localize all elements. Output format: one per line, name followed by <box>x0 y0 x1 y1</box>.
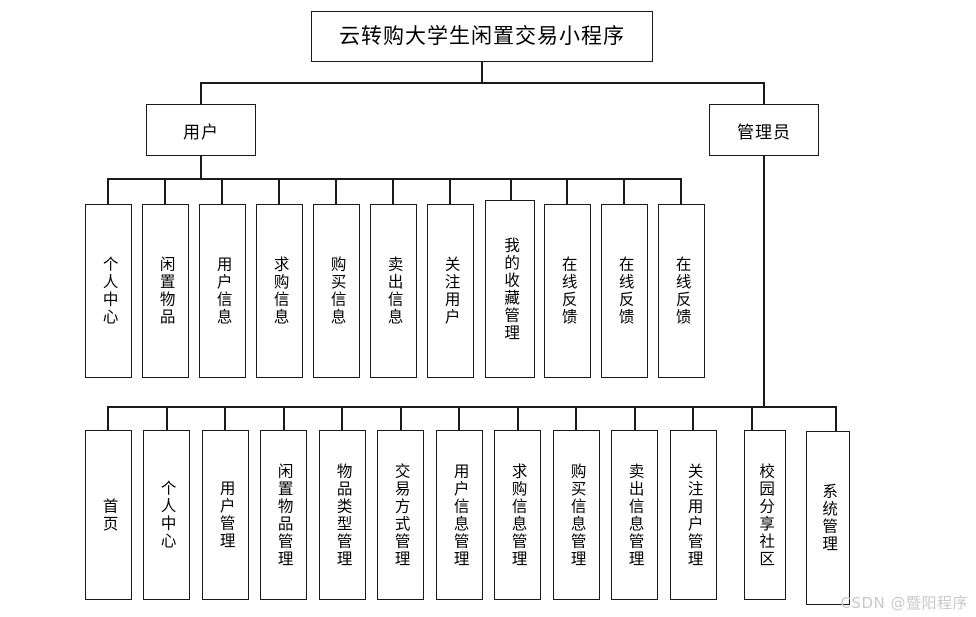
leaf-node-user-10: 在线反馈 <box>658 204 705 378</box>
leaf-node-user-2-label: 用户信息 <box>214 256 232 326</box>
connector-root-stem <box>481 62 483 83</box>
leaf-node-user-10-label: 在线反馈 <box>673 256 691 326</box>
connector-user-drop-9 <box>623 178 625 204</box>
connector-admin-drop-11 <box>751 406 753 431</box>
connector-admin-drop-2 <box>224 406 226 431</box>
connector-admin-drop-5 <box>400 406 402 431</box>
leaf-node-admin-9-label: 卖出信息管理 <box>626 462 644 568</box>
connector-root-bus <box>201 82 764 84</box>
connector-user-drop-0 <box>107 178 109 204</box>
leaf-node-user-7: 我的收藏管理 <box>485 200 535 378</box>
connector-user-drop-8 <box>566 178 568 204</box>
leaf-node-admin-7: 求购信息管理 <box>494 430 541 600</box>
leaf-node-user-4: 购买信息 <box>313 204 360 378</box>
leaf-node-admin-8: 购买信息管理 <box>553 430 600 600</box>
leaf-node-admin-8-label: 购买信息管理 <box>568 462 586 568</box>
leaf-node-admin-4-label: 物品类型管理 <box>334 462 352 568</box>
connector-user-drop-5 <box>392 178 394 204</box>
connector-user-drop-3 <box>278 178 280 204</box>
leaf-node-admin-3-label: 闲置物品管理 <box>275 462 293 568</box>
connector-user-stem <box>200 156 202 180</box>
leaf-node-user-4-label: 购买信息 <box>328 256 346 326</box>
leaf-node-admin-0-label: 首页 <box>100 497 118 533</box>
leaf-node-user-2: 用户信息 <box>199 204 246 378</box>
leaf-node-user-0: 个人中心 <box>85 204 132 378</box>
leaf-node-admin-6-label: 用户信息管理 <box>451 462 469 568</box>
leaf-node-user-7-label: 我的收藏管理 <box>502 236 520 342</box>
leaf-node-admin-3: 闲置物品管理 <box>260 430 307 600</box>
leaf-node-user-8-label: 在线反馈 <box>559 256 577 326</box>
connector-admin-drop-7 <box>517 406 519 431</box>
leaf-node-user-5: 卖出信息 <box>370 204 417 378</box>
leaf-node-admin-1: 个人中心 <box>143 430 190 600</box>
connector-user-drop-2 <box>221 178 223 204</box>
connector-user-drop-7 <box>510 178 512 200</box>
connector-user-drop-1 <box>164 178 166 204</box>
leaf-node-admin-0: 首页 <box>85 430 132 600</box>
branch-node-admin: 管理员 <box>709 104 819 156</box>
leaf-node-user-1-label: 闲置物品 <box>157 256 175 326</box>
connector-admin-drop-10 <box>692 406 694 431</box>
root-node-system-title: 云转购大学生闲置交易小程序 <box>311 11 653 62</box>
leaf-node-user-6: 关注用户 <box>427 204 474 378</box>
leaf-node-admin-5-label: 交易方式管理 <box>392 462 410 568</box>
leaf-node-user-3: 求购信息 <box>256 204 303 378</box>
connector-user-drop-4 <box>335 178 337 204</box>
connector-root-to-user <box>200 82 202 104</box>
connector-admin-stem <box>763 156 765 408</box>
leaf-node-user-1: 闲置物品 <box>142 204 189 378</box>
connector-admin-drop-1 <box>166 406 168 431</box>
leaf-node-admin-12: 系统管理 <box>806 431 850 605</box>
leaf-node-user-3-label: 求购信息 <box>271 256 289 326</box>
leaf-node-user-6-label: 关注用户 <box>442 256 460 326</box>
connector-admin-bus <box>107 406 836 408</box>
leaf-node-admin-11: 校园分享社区 <box>744 430 786 600</box>
leaf-node-admin-7-label: 求购信息管理 <box>509 462 527 568</box>
leaf-node-admin-9: 卖出信息管理 <box>611 430 658 600</box>
connector-admin-drop-8 <box>575 406 577 431</box>
leaf-node-user-9-label: 在线反馈 <box>616 256 634 326</box>
branch-node-admin-label: 管理员 <box>737 122 791 142</box>
connector-admin-drop-6 <box>458 406 460 431</box>
root-node-label: 云转购大学生闲置交易小程序 <box>339 23 625 48</box>
connector-admin-drop-9 <box>634 406 636 431</box>
leaf-node-admin-12-label: 系统管理 <box>820 483 838 553</box>
leaf-node-user-9: 在线反馈 <box>601 204 648 378</box>
leaf-node-admin-2: 用户管理 <box>202 430 249 600</box>
leaf-node-admin-10-label: 关注用户管理 <box>685 462 703 568</box>
leaf-node-admin-6: 用户信息管理 <box>436 430 483 600</box>
leaf-node-user-8: 在线反馈 <box>544 204 591 378</box>
connector-admin-drop-4 <box>341 406 343 431</box>
connector-admin-drop-3 <box>283 406 285 431</box>
leaf-node-admin-1-label: 个人中心 <box>158 480 176 550</box>
connector-root-to-admin <box>763 82 765 104</box>
leaf-node-admin-4: 物品类型管理 <box>319 430 366 600</box>
branch-node-user: 用户 <box>146 104 256 156</box>
connector-user-drop-6 <box>449 178 451 204</box>
connector-admin-drop-0 <box>107 406 109 431</box>
branch-node-user-label: 用户 <box>183 122 219 142</box>
connector-user-bus <box>107 178 681 180</box>
connector-user-drop-10 <box>680 178 682 204</box>
connector-admin-drop-12 <box>835 406 837 431</box>
leaf-node-admin-5: 交易方式管理 <box>377 430 424 600</box>
leaf-node-admin-2-label: 用户管理 <box>217 480 235 550</box>
leaf-node-admin-11-label: 校园分享社区 <box>757 462 775 568</box>
csdn-watermark: CSDN @暨阳程序 <box>840 594 968 612</box>
leaf-node-user-0-label: 个人中心 <box>100 256 118 326</box>
leaf-node-user-5-label: 卖出信息 <box>385 256 403 326</box>
leaf-node-admin-10: 关注用户管理 <box>670 430 717 600</box>
